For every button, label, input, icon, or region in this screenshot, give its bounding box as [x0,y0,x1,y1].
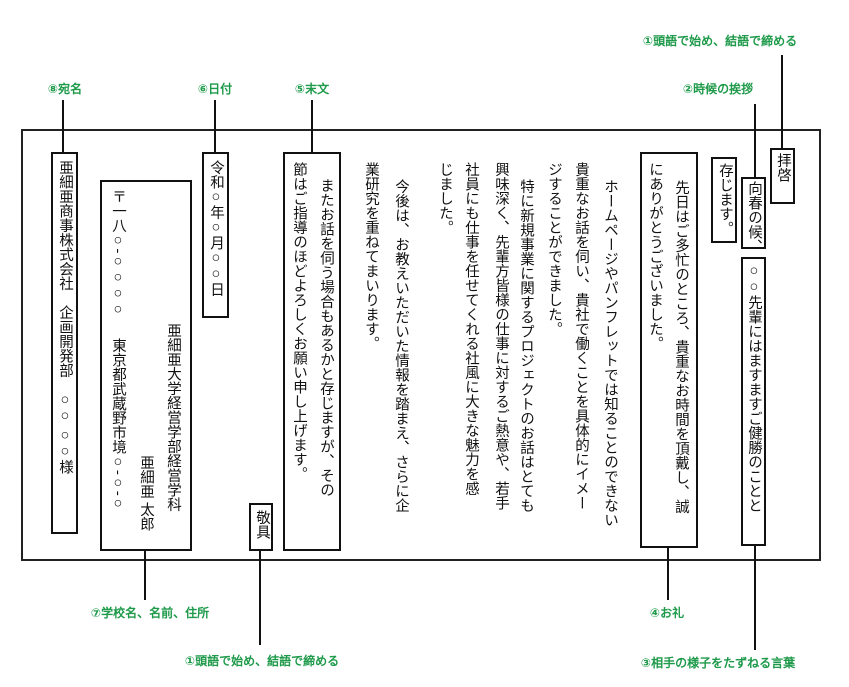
sender-address: 東京都武蔵野市境○-○-○ [110,338,126,512]
connector-line [754,545,756,650]
connector-line [667,547,669,600]
label-opening-closing-bottom: ①頭語で始め、結語で締める [184,654,340,668]
closing-word: 敬具 [254,510,270,539]
label-opening-closing-top: ①頭語で始め、結語で締める [642,34,798,48]
closing-word-box [249,503,273,551]
letter-frame [21,129,821,561]
sender-name: 亜細亜 太郎 [138,455,154,532]
body-line: 今後は、お教えいただいた情報を踏まえ、さらに企 [393,179,409,513]
season-greeting: 向春の候、 [746,181,762,254]
recipient-box [51,152,78,534]
label-seasonal-greeting: ②時候の挨拶 [682,82,754,96]
body-line: 特に新規事業に関するプロジェクトのお話はとても [518,179,534,513]
season-end-box [711,157,737,243]
thanks-line-1: 先日はご多忙のところ、貴重なお時間を頂戴し、誠 [673,180,689,514]
connector-line [754,104,756,178]
label-closing-text: ⑤末文 [294,82,330,96]
body-line: 社員にも仕事を任せてくれる社風に大きな魅力を感 [463,162,479,496]
recipient-text: 亜細亜商事株式会社 企画開発部 ○○ ○○様 [57,160,73,475]
body-line: ジすることができました。 [546,162,562,336]
label-date: ⑥日付 [197,82,233,96]
connector-line [214,100,216,154]
body-line: ホームページやパンフレットでは知ることのできない [602,179,618,527]
body-line: 貴重なお話を伺い、貴社で働くことを具体的にイメー [573,162,589,510]
thanks-box [640,152,698,548]
season-box [741,177,766,249]
wellbeing-box [741,257,766,546]
sender-postal: 〒一八○-○○○○ [110,189,126,318]
thanks-line-2: にありがとうございました。 [647,162,663,351]
opening-box [770,148,795,204]
label-sender: ⑦学校名、名前、住所 [90,606,210,620]
connector-line [311,100,313,154]
connector-line [259,550,261,645]
connector-line [781,55,783,149]
season-end: 存じます。 [717,163,733,236]
label-thanks: ④お礼 [649,606,685,620]
wellbeing-text: ○○先輩にはますますご健勝のことと [746,263,762,513]
sender-box [100,180,192,551]
connector-line [62,100,64,154]
closing-text-box [283,152,341,551]
body-line: 興味深く、先輩方皆様の仕事に対するご熱意や、若手 [493,162,509,510]
date-text: 令和○年○月○○日 [208,160,224,297]
body-line: 業研究を重ねてまいります。 [363,162,379,351]
label-recipient: ⑧宛名 [47,82,83,96]
closing-text-line-2: 節はご指導のほどよろしくお願い申し上げます。 [291,162,307,481]
opening-word: 拝啓 [775,153,791,182]
date-box [202,152,229,318]
label-wellbeing: ③相手の様子をたずねる言葉 [640,656,796,670]
closing-text-line-1: またお話を伺う場合もあるかと存じますが、その [318,178,334,497]
body-line: じました。 [437,162,453,235]
connector-line [144,550,146,600]
sender-school: 亜細亜大学経営学部経営学科 [165,323,181,512]
